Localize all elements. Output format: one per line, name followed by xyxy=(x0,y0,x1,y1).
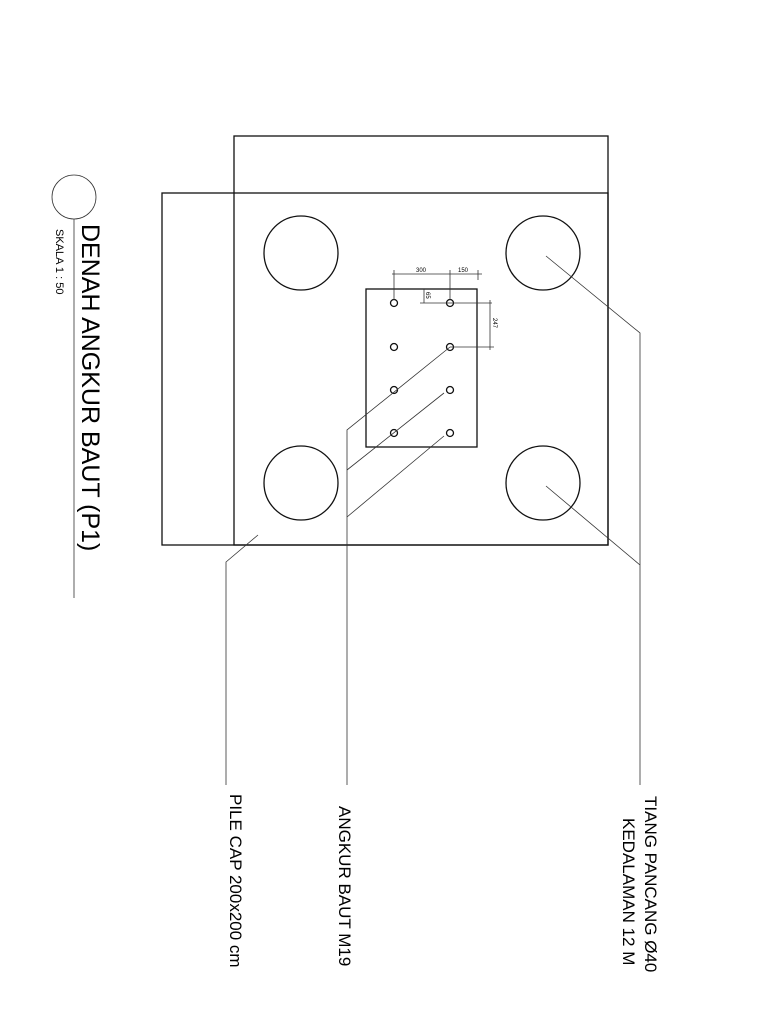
pile-leader xyxy=(545,485,641,566)
anchor-bolt xyxy=(445,385,455,395)
pile-cap-label: PILE CAP 200x200 cm xyxy=(226,794,245,968)
anchor-bolt-label: ANGKUR BAUT M19 xyxy=(335,806,354,966)
pile-label-line2: KEDALAMAN 12 M xyxy=(619,818,638,965)
anchor-bolt xyxy=(389,298,399,308)
base-plate xyxy=(365,288,478,448)
scale-text: SKALA 1 : 50 xyxy=(53,229,65,294)
pile-cap-rect xyxy=(161,192,609,546)
anchor-bolt xyxy=(389,385,399,395)
dimension-text: 150 xyxy=(458,268,469,274)
pile-label-line1: TIANG PANCANG Ø40 xyxy=(641,796,660,972)
dimension-text: 247 xyxy=(491,318,497,329)
anchor-bolt xyxy=(389,342,399,352)
anchor-bolt xyxy=(445,428,455,438)
callout-labels: PILE CAP 200x200 cm ANGKUR BAUT M19 TIAN… xyxy=(226,794,660,972)
anchor-bolt-leader xyxy=(346,435,445,518)
dimension-text: 300 xyxy=(416,268,427,274)
leader-lines xyxy=(225,255,641,785)
piles xyxy=(263,215,581,521)
pile-cap-leader xyxy=(225,534,259,785)
title-block: DENAH ANGKUR BAUT (P1) SKALA 1 : 50 xyxy=(51,174,104,598)
anchor-bolt xyxy=(389,428,399,438)
drawing-title: DENAH ANGKUR BAUT (P1) xyxy=(76,224,104,551)
anchor-bolts xyxy=(389,298,455,438)
pile-circle xyxy=(505,215,581,291)
pile-circle xyxy=(505,445,581,521)
dimension-lines: 300 150 65 247 xyxy=(392,268,497,350)
anchor-bolt-leader xyxy=(346,346,451,785)
dimension-text: 65 xyxy=(424,292,430,299)
pile-cap-outline xyxy=(161,135,609,546)
pile-circle xyxy=(263,445,339,521)
anchor-bolt-leader xyxy=(346,392,445,471)
pile-circle xyxy=(263,215,339,291)
section-marker-circle xyxy=(51,174,97,220)
column-outline-rect xyxy=(233,135,609,546)
pile-leader xyxy=(545,255,641,785)
